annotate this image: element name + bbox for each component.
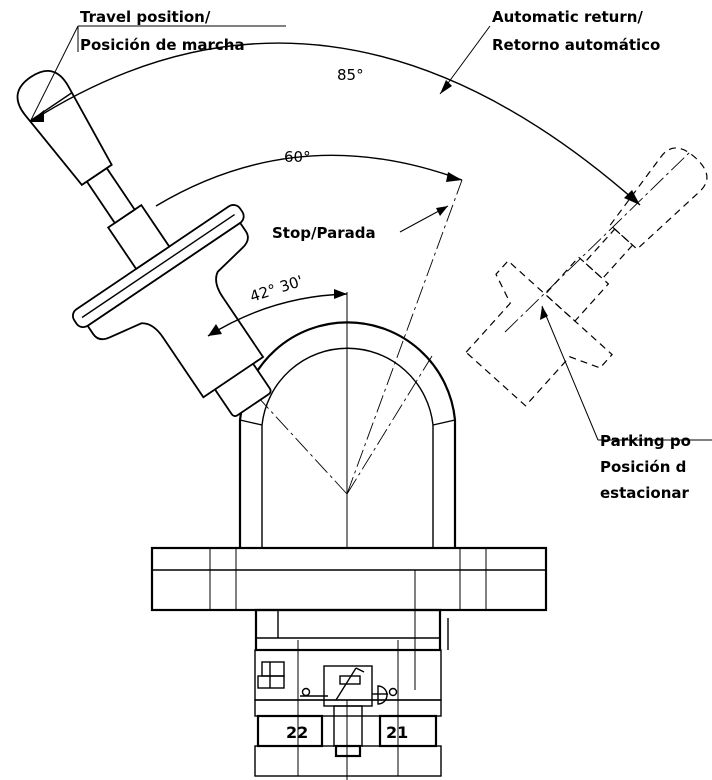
terminal-label-22: 22 <box>286 723 308 742</box>
center-lines <box>69 127 691 780</box>
angle-label-42-30: 42° 30' <box>248 272 305 306</box>
angle-label-60: 60° <box>284 148 311 166</box>
body-housing <box>238 321 457 690</box>
leader-lines <box>29 25 712 441</box>
switch-block <box>254 608 449 777</box>
travel-position-label-es: Posición de marcha <box>80 36 245 54</box>
terminal-label-21: 21 <box>386 723 408 742</box>
parking-handle-ghost <box>465 147 708 407</box>
travel-handle <box>16 70 272 417</box>
travel-position-label-en: Travel position/ <box>80 8 211 26</box>
stop-label: Stop/Parada <box>272 224 376 242</box>
mounting-flange <box>150 546 548 612</box>
automatic-return-label-en: Automatic return/ <box>492 8 643 26</box>
parking-label-es: Posición d <box>600 458 686 476</box>
automatic-return-label-es: Retorno automático <box>492 36 660 54</box>
parking-label-en: Parking po <box>600 432 691 450</box>
angle-label-85: 85° <box>337 66 364 84</box>
angle-arcs <box>29 42 641 337</box>
parking-label-es-2: estacionar <box>600 484 690 502</box>
